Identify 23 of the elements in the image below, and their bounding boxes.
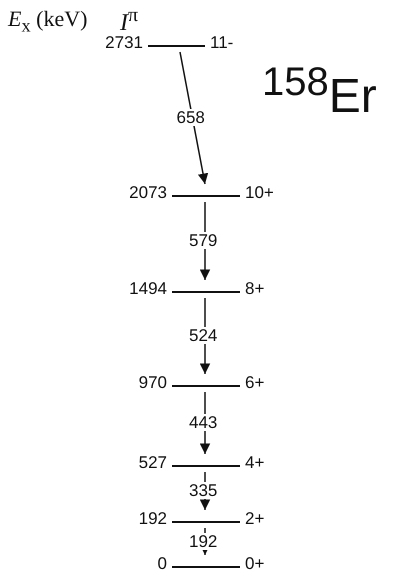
edge-label: 658 — [174, 109, 207, 126]
spin-parity: 4+ — [245, 454, 264, 472]
edge-label: 192 — [187, 532, 220, 550]
edge-label: 335 — [187, 482, 220, 499]
axis-heading: I$^{π}$ — [120, 4, 138, 36]
energy-value: 2073 — [129, 184, 167, 202]
spin-parity: 10+ — [245, 184, 274, 202]
nucleus-label: $^{158}$Er — [262, 60, 377, 124]
spin-parity: 0+ — [245, 555, 264, 573]
energy-value: 0 — [158, 555, 167, 573]
spin-parity: 11- — [210, 34, 234, 52]
edge-label: 524 — [187, 327, 220, 344]
spin-parity: 2+ — [245, 510, 264, 528]
energy-value: 527 — [138, 454, 167, 472]
energy-value: 192 — [138, 510, 167, 528]
edge-label: 579 — [187, 232, 220, 249]
energy-value: 2731 — [105, 34, 143, 52]
spin-parity: 8+ — [245, 280, 264, 298]
energy-value: 970 — [138, 374, 167, 392]
spin-parity: 6+ — [245, 374, 264, 392]
axis-heading: E$_{x}$ (keV) — [8, 6, 88, 36]
energy-value: 1494 — [129, 280, 167, 298]
edge-label: 443 — [187, 414, 220, 431]
